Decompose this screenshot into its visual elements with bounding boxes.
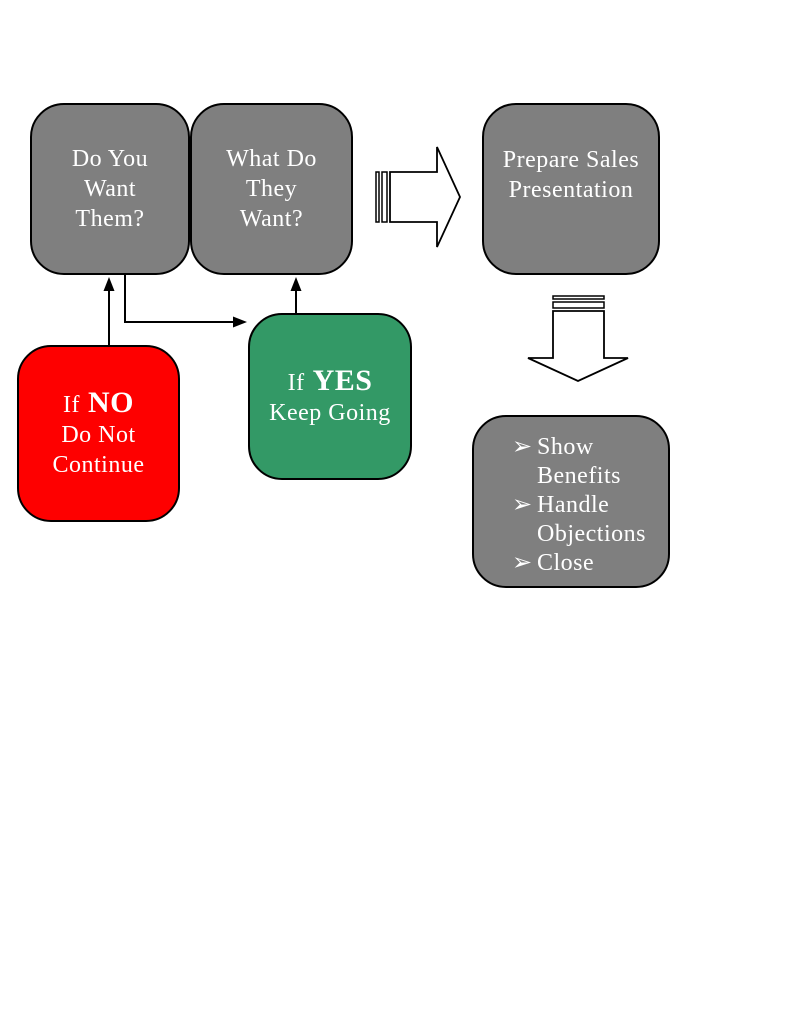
node-text-line: They <box>245 176 298 202</box>
node-text-line: Prepare Sales <box>502 147 640 173</box>
arrow-bullet-icon: ➢ <box>512 492 533 518</box>
node-text-line: Them? <box>75 206 145 232</box>
node-prepare-sales-presentation: Prepare Sales Presentation <box>482 103 660 275</box>
striped-arrow-down-icon <box>527 295 629 382</box>
node-if-yes: If YES Keep Going <box>248 313 412 480</box>
striped-arrow-right-icon <box>375 146 461 248</box>
if-label: If <box>63 391 80 418</box>
yes-keyword: YES <box>312 363 373 397</box>
node-text-line: Want <box>83 176 137 202</box>
list-item: ➢ Show Benefits <box>512 433 660 491</box>
sales-steps-list: ➢ Show Benefits ➢ Handle Objections ➢ Cl… <box>512 433 660 578</box>
node-text-line: Presentation <box>508 177 634 203</box>
list-item: ➢ Close <box>512 549 660 578</box>
connector-no-to-do-you <box>103 277 115 345</box>
list-item-label: Handle Objections <box>537 492 646 547</box>
node-what-do-they-want: What Do They Want? <box>190 103 353 275</box>
node-text-line: Do You <box>71 146 149 172</box>
node-text-line: Want? <box>239 206 304 232</box>
arrow-bullet-icon: ➢ <box>512 550 533 576</box>
node-sales-steps: ➢ Show Benefits ➢ Handle Objections ➢ Cl… <box>472 415 670 588</box>
node-text-line: What Do <box>226 146 317 172</box>
node-text-line: If YES <box>287 363 373 398</box>
list-item-label: Close <box>537 550 595 576</box>
connector-yes-to-what-do <box>290 277 302 313</box>
list-item: ➢ Handle Objections <box>512 491 660 549</box>
no-keyword: NO <box>87 385 134 419</box>
arrow-bullet-icon: ➢ <box>512 434 533 460</box>
list-item-label: Show Benefits <box>537 434 621 489</box>
node-text-line: Do Not <box>61 421 136 448</box>
node-do-you-want-them: Do You Want Them? <box>30 103 190 275</box>
if-label: If <box>287 369 305 396</box>
node-text-line: If NO <box>63 385 134 420</box>
node-if-no: If NO Do Not Continue <box>17 345 180 522</box>
node-text-line: Keep Going <box>269 399 391 426</box>
connector-do-you-to-yes <box>124 275 247 328</box>
node-text-line: Continue <box>52 451 145 478</box>
